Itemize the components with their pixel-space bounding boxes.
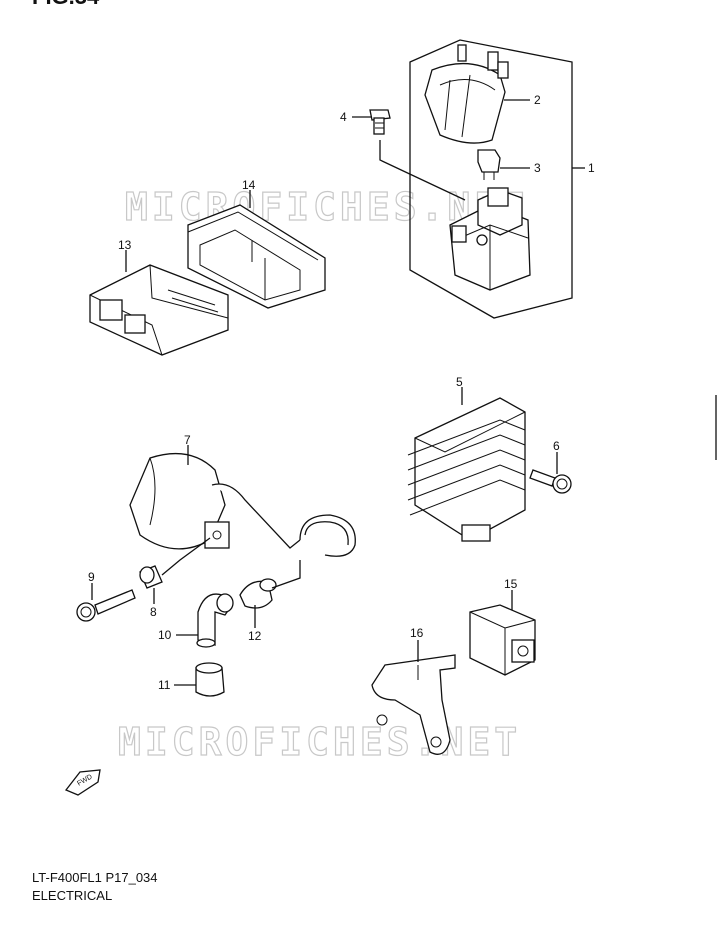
callout-14: 14 [242, 178, 256, 192]
plug-cap[interactable] [196, 593, 234, 648]
ecm-unit[interactable] [89, 264, 229, 356]
bolt-9[interactable] [76, 589, 136, 622]
callout-16: 16 [410, 626, 424, 640]
relay-cover[interactable] [424, 44, 509, 144]
ecm-case[interactable] [187, 204, 326, 309]
relay-assembly-frame [409, 39, 573, 319]
grommet-12[interactable] [239, 578, 277, 609]
callout-3: 3 [534, 161, 541, 175]
callout-4: 4 [340, 110, 347, 124]
callout-11: 11 [158, 678, 171, 692]
watermark-top: MICROFICHES.NET [125, 185, 528, 229]
callout-2: 2 [534, 93, 541, 107]
regulator-rectifier[interactable] [407, 397, 526, 542]
ignition-coil[interactable] [129, 452, 356, 557]
callout-10: 10 [158, 628, 172, 642]
bolt-6[interactable] [529, 469, 572, 494]
leader-4-path [379, 140, 466, 201]
leader-coil-grommet [271, 560, 301, 589]
footer-section: ELECTRICAL [32, 888, 112, 903]
callout-6: 6 [553, 439, 560, 453]
fuse[interactable] [477, 149, 501, 180]
callout-1: 1 [588, 161, 595, 175]
bracket-16[interactable] [371, 654, 456, 755]
starter-relay[interactable] [449, 187, 531, 291]
callout-7: 7 [184, 433, 191, 447]
bolt-4[interactable] [369, 109, 391, 135]
callout-9: 9 [88, 570, 95, 584]
callout-15: 15 [504, 577, 518, 591]
figure-title: FIG.34 [32, 0, 100, 9]
callout-12: 12 [248, 629, 262, 643]
spacer-8[interactable] [139, 565, 163, 589]
watermark-bottom: MICROFICHES.NET [118, 720, 521, 764]
footer-code: LT-F400FL1 P17_034 [32, 870, 158, 885]
fwd-marker: FWD [64, 769, 101, 796]
boot-11[interactable] [195, 662, 225, 697]
callout-13: 13 [118, 238, 132, 252]
connector-15[interactable] [469, 604, 536, 676]
callout-8: 8 [150, 605, 157, 619]
leader-coil-spacer [161, 537, 211, 576]
callout-5: 5 [456, 375, 463, 389]
